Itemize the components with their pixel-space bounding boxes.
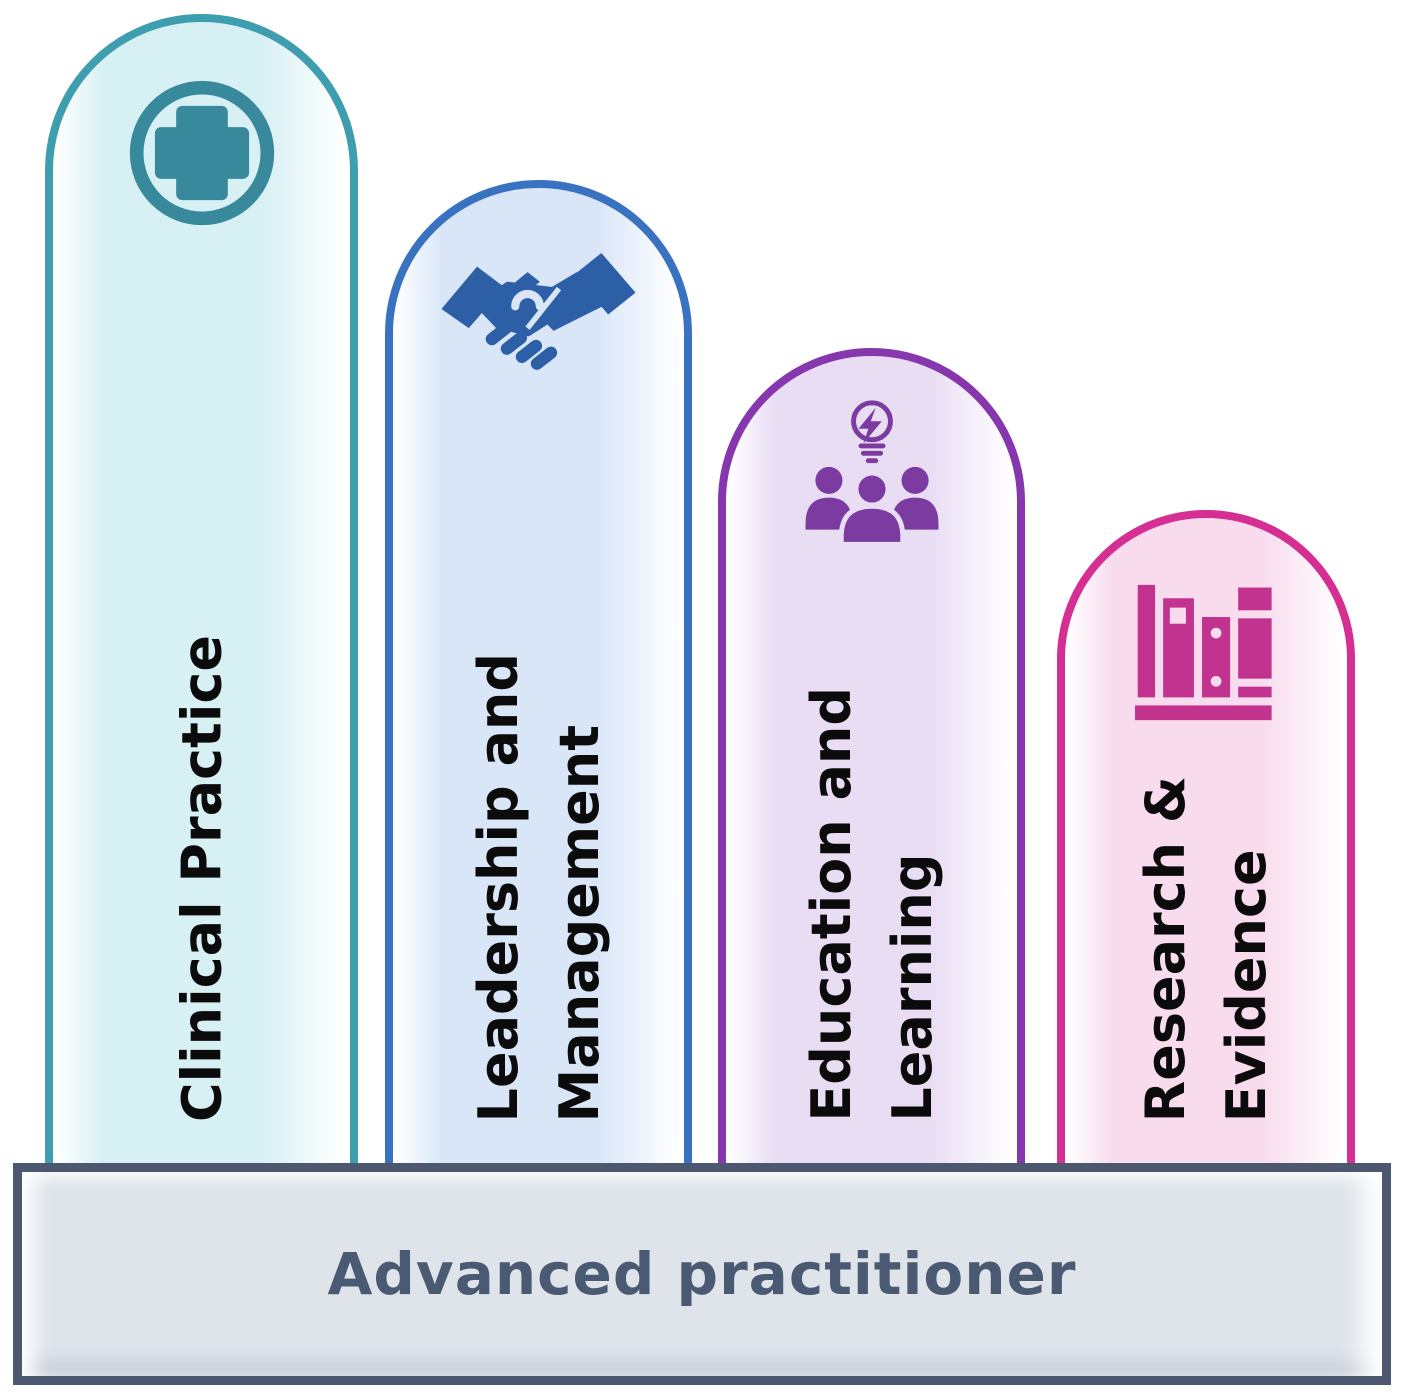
pillar-clinical-practice: Clinical Practice xyxy=(45,14,358,1185)
pillar-research-and-evidence: Research & Evidence xyxy=(1057,510,1355,1185)
pillar-label: Clinical Practice xyxy=(161,635,242,1122)
team-idea-icon xyxy=(726,394,1017,552)
pillar-label-line: Research & xyxy=(1134,775,1197,1122)
handshake-icon xyxy=(393,246,684,383)
pillar-label: Leadership and Management xyxy=(458,653,620,1122)
pillar-label-line: Education and xyxy=(799,687,863,1122)
pillar-label-line: Learning xyxy=(880,853,944,1122)
pillar-label-line: Management xyxy=(547,724,611,1123)
pillar-leadership-and-management: Leadership and Management xyxy=(385,180,692,1185)
pillar-education-and-learning: Education and Learning xyxy=(718,348,1025,1185)
base-banner: Advanced practitioner xyxy=(13,1163,1391,1385)
pillar-label: Research & Evidence xyxy=(1125,776,1287,1122)
base-banner-label: Advanced practitioner xyxy=(327,1240,1077,1308)
pillar-label-line: Clinical Practice xyxy=(170,635,233,1122)
pillar-label-line: Leadership and xyxy=(466,652,530,1122)
pillar-label: Education and Learning xyxy=(791,687,953,1122)
pillar-label-line: Evidence xyxy=(1215,849,1278,1122)
books-shelf-icon xyxy=(1065,578,1347,723)
medical-cross-icon xyxy=(53,74,350,232)
